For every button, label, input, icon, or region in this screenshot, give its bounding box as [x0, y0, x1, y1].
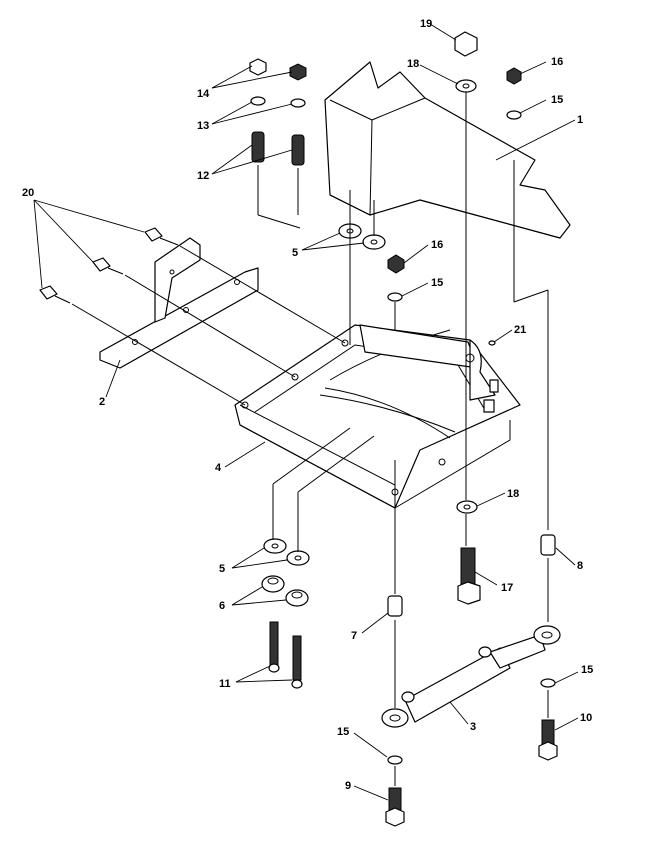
- washer-15-right: [540, 678, 556, 688]
- clip-21: [488, 340, 496, 346]
- washer-18-top: [455, 79, 477, 93]
- bolt-17: [457, 547, 481, 605]
- callout-16-top: 16: [551, 56, 563, 68]
- part-4-tray: [234, 324, 521, 509]
- bolts-11: [268, 621, 303, 689]
- leader-lines: [33, 23, 579, 801]
- callout-2: 2: [99, 396, 105, 408]
- callout-7: 7: [351, 630, 357, 642]
- callout-5-bottom: 5: [219, 563, 225, 575]
- bolts-20: [39, 227, 179, 304]
- part-1-frame-plate: [324, 61, 571, 239]
- callout-21: 21: [514, 324, 526, 336]
- assembly-center-lines: [71, 92, 549, 786]
- callout-1: 1: [577, 114, 583, 126]
- washer-15-bottom: [387, 755, 403, 765]
- callout-3: 3: [470, 721, 476, 733]
- nut-16-mid: [387, 254, 405, 274]
- washer-15-mid: [387, 292, 403, 302]
- callout-8: 8: [577, 560, 583, 572]
- bushings-6: [261, 575, 309, 607]
- callout-14: 14: [197, 88, 210, 100]
- callout-12: 12: [197, 170, 209, 182]
- callout-9: 9: [345, 780, 351, 792]
- callout-6: 6: [219, 600, 225, 612]
- bolt-10: [538, 719, 558, 761]
- spacer-8: [540, 534, 556, 556]
- callout-labels: 19 18 16 15 1 14 13 12 20 5 16 15 21 2 4…: [22, 18, 593, 792]
- callout-15-right: 15: [581, 664, 593, 676]
- callout-13: 13: [197, 120, 209, 132]
- part-2-bracket: [99, 237, 259, 369]
- callout-20: 20: [22, 187, 34, 199]
- washers-13: [250, 96, 306, 108]
- callout-11: 11: [219, 678, 231, 690]
- washer-18-mid: [456, 500, 478, 514]
- washer-15-top: [506, 110, 522, 120]
- callout-15-top: 15: [551, 94, 563, 106]
- callout-4: 4: [215, 462, 222, 474]
- nut-19: [454, 31, 478, 57]
- callout-18-mid: 18: [507, 488, 519, 500]
- nuts-14: [249, 58, 307, 81]
- callout-10: 10: [580, 712, 592, 724]
- spacer-7: [387, 595, 403, 617]
- part-3-cylinder: [381, 625, 561, 728]
- callout-17: 17: [501, 582, 513, 594]
- callout-19: 19: [420, 18, 432, 30]
- callout-15-bottom: 15: [337, 726, 349, 738]
- washers-5-bottom: [263, 538, 310, 566]
- callout-5-top: 5: [292, 247, 298, 259]
- callout-16-mid: 16: [431, 239, 443, 251]
- studs-12: [251, 131, 305, 166]
- nut-16-top: [506, 67, 522, 85]
- callout-18-top: 18: [407, 58, 419, 70]
- bolt-9: [385, 787, 405, 827]
- callout-15-mid: 15: [431, 277, 443, 289]
